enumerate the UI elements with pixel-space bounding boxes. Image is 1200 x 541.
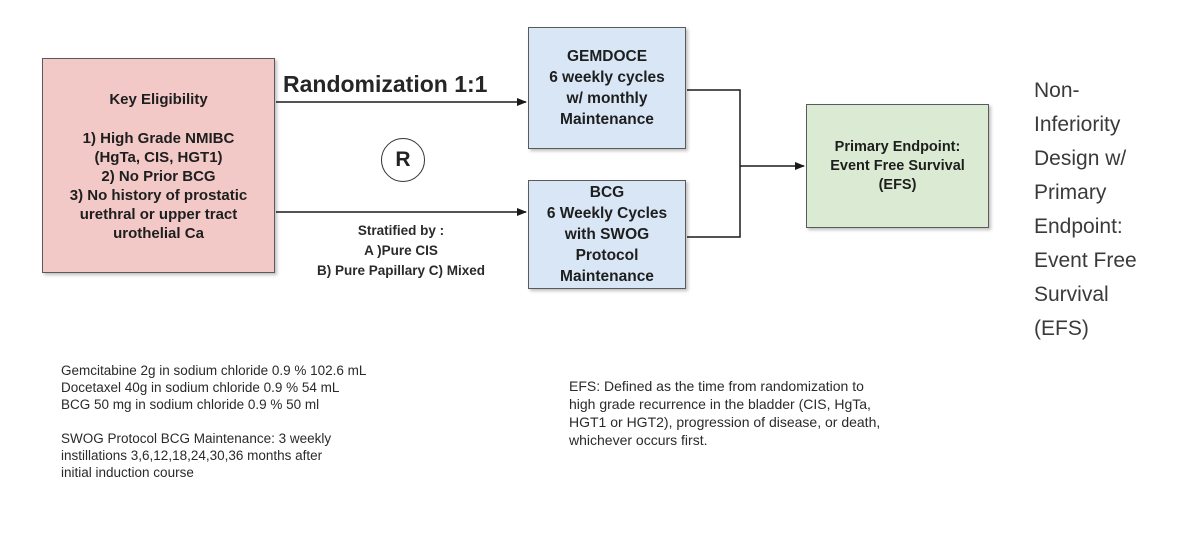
gemdoce-line: GEMDOCE: [566, 48, 648, 65]
stratification-line: A )Pure CIS: [364, 243, 438, 258]
endpoint-line: Primary Endpoint:: [834, 138, 961, 155]
endpoint-line: Event Free Survival: [830, 157, 965, 174]
bcg-line: BCG: [589, 184, 625, 201]
design-note-line: Endpoint:: [1034, 215, 1123, 238]
gemdoce-arm-box: GEMDOCE 6 weekly cycles w/ monthly Maint…: [528, 27, 686, 149]
randomization-symbol: R: [381, 138, 425, 182]
design-note: Non- Inferiority Design w/ Primary Endpo…: [1034, 74, 1194, 346]
eligibility-title: Key Eligibility: [109, 91, 208, 108]
gemdoce-line: 6 weekly cycles: [549, 69, 665, 86]
gemdoce-line: w/ monthly: [566, 90, 648, 107]
design-note-line: Survival: [1034, 283, 1109, 306]
dose-line: Docetaxel 40g in sodium chloride 0.9 % 5…: [61, 380, 340, 395]
eligibility-line: 1) High Grade NMIBC: [82, 130, 235, 147]
eligibility-box: Key Eligibility 1) High Grade NMIBC (HgT…: [42, 58, 275, 273]
maintenance-line: initial induction course: [61, 465, 194, 480]
design-note-line: (EFS): [1034, 317, 1089, 340]
stratification-line: B) Pure Papillary C) Mixed: [316, 263, 486, 278]
efs-definition-line: EFS: Defined as the time from randomizat…: [569, 378, 864, 394]
bcg-line: 6 Weekly Cycles: [546, 205, 668, 222]
dose-line: Gemcitabine 2g in sodium chloride 0.9 % …: [61, 363, 367, 378]
primary-endpoint-box: Primary Endpoint: Event Free Survival (E…: [806, 104, 989, 228]
maintenance-line: instillations 3,6,12,18,24,30,36 months …: [61, 448, 323, 463]
efs-definition-line: whichever occurs first.: [569, 432, 708, 448]
efs-definition: EFS: Defined as the time from randomizat…: [569, 377, 969, 449]
eligibility-line: 3) No history of prostatic: [69, 187, 248, 204]
design-note-line: Non-: [1034, 79, 1080, 102]
design-note-line: Event Free: [1034, 249, 1137, 272]
design-note-line: Design w/: [1034, 147, 1127, 170]
bcg-line: Protocol: [575, 247, 639, 264]
endpoint-line: (EFS): [878, 176, 917, 193]
randomization-label: Randomization 1:1: [283, 71, 488, 97]
connector-gemdoce-merge: [687, 89, 741, 238]
eligibility-line: urothelial Ca: [113, 225, 204, 242]
eligibility-line: urethral or upper tract: [79, 206, 238, 223]
efs-definition-line: high grade recurrence in the bladder (CI…: [569, 396, 871, 412]
design-note-line: Primary: [1034, 181, 1107, 204]
eligibility-line: (HgTa, CIS, HGT1): [94, 149, 223, 166]
gemdoce-line: Maintenance: [560, 111, 654, 128]
eligibility-line: 2) No Prior BCG: [101, 168, 216, 185]
maintenance-line: SWOG Protocol BCG Maintenance: 3 weekly: [61, 431, 332, 446]
stratification-title: Stratified by :: [357, 223, 445, 238]
design-note-line: Inferiority: [1034, 113, 1121, 136]
drug-dosing-notes: Gemcitabine 2g in sodium chloride 0.9 % …: [61, 362, 501, 481]
stratification-text: Stratified by : A )Pure CIS B) Pure Papi…: [288, 221, 514, 281]
bcg-arm-box: BCG 6 Weekly Cycles with SWOG Protocol M…: [528, 180, 686, 289]
bcg-line: with SWOG: [564, 226, 650, 243]
efs-definition-line: HGT1 or HGT2), progression of disease, o…: [569, 414, 881, 430]
dose-line: BCG 50 mg in sodium chloride 0.9 % 50 ml: [61, 397, 320, 412]
bcg-line: Maintenance: [560, 268, 654, 285]
